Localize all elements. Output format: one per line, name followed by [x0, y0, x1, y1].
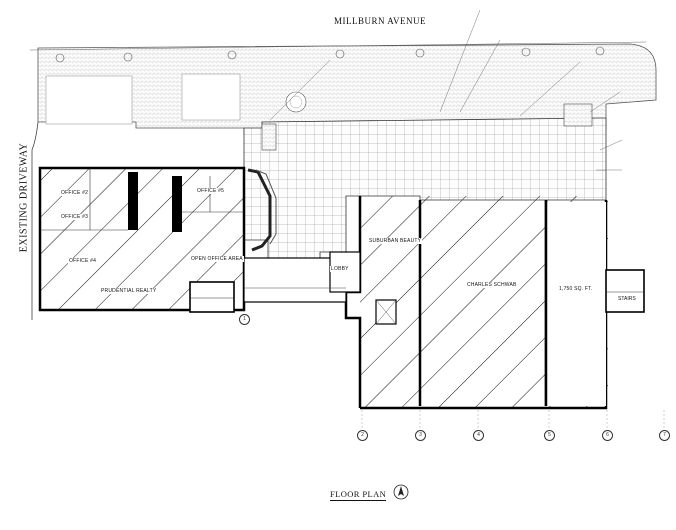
- drawing-title-block: FLOOR PLAN: [330, 484, 420, 502]
- planting-areas: [45, 73, 307, 125]
- room-label-office-2: OFFICE #2: [60, 190, 90, 196]
- stairs-label: STAIRS: [618, 296, 636, 302]
- drawing-title: FLOOR PLAN: [330, 489, 387, 501]
- room-label-office-3: OFFICE #3: [60, 214, 90, 220]
- grid-marker-7: 7: [659, 430, 670, 441]
- grid-marker-6: 6: [602, 430, 613, 441]
- driveway-name: EXISTING DRIVEWAY: [18, 142, 30, 253]
- room-label-office-5: OFFICE #5: [196, 188, 226, 194]
- annotation-leaders: [269, 9, 623, 171]
- lobby-corridor: [243, 251, 361, 303]
- room-label-open-office: OPEN OFFICE AREA: [190, 256, 244, 262]
- room-label-area: 1,750 SQ. FT.: [558, 286, 594, 292]
- grid-marker-5: 5: [544, 430, 555, 441]
- room-label-prudential: PRUDENTIAL REALTY: [100, 288, 158, 294]
- street-name: MILLBURN AVENUE: [333, 16, 427, 26]
- room-label-office-4: OFFICE #4: [68, 258, 98, 264]
- room-label-suburban-beauty: SUBURBAN BEAUTY: [368, 238, 423, 244]
- room-label-charles-schwab: CHARLES SCHWAB: [466, 282, 518, 288]
- room-label-lobby: LOBBY: [330, 266, 350, 272]
- existing-building-east: [344, 196, 645, 410]
- grid-marker-3: 3: [415, 430, 426, 441]
- street-trees: [55, 46, 605, 63]
- grid-marker-2: 2: [357, 430, 368, 441]
- grid-marker-4: 4: [473, 430, 484, 441]
- north-arrow-icon: [393, 484, 409, 500]
- grid-marker-1: 1: [239, 314, 250, 325]
